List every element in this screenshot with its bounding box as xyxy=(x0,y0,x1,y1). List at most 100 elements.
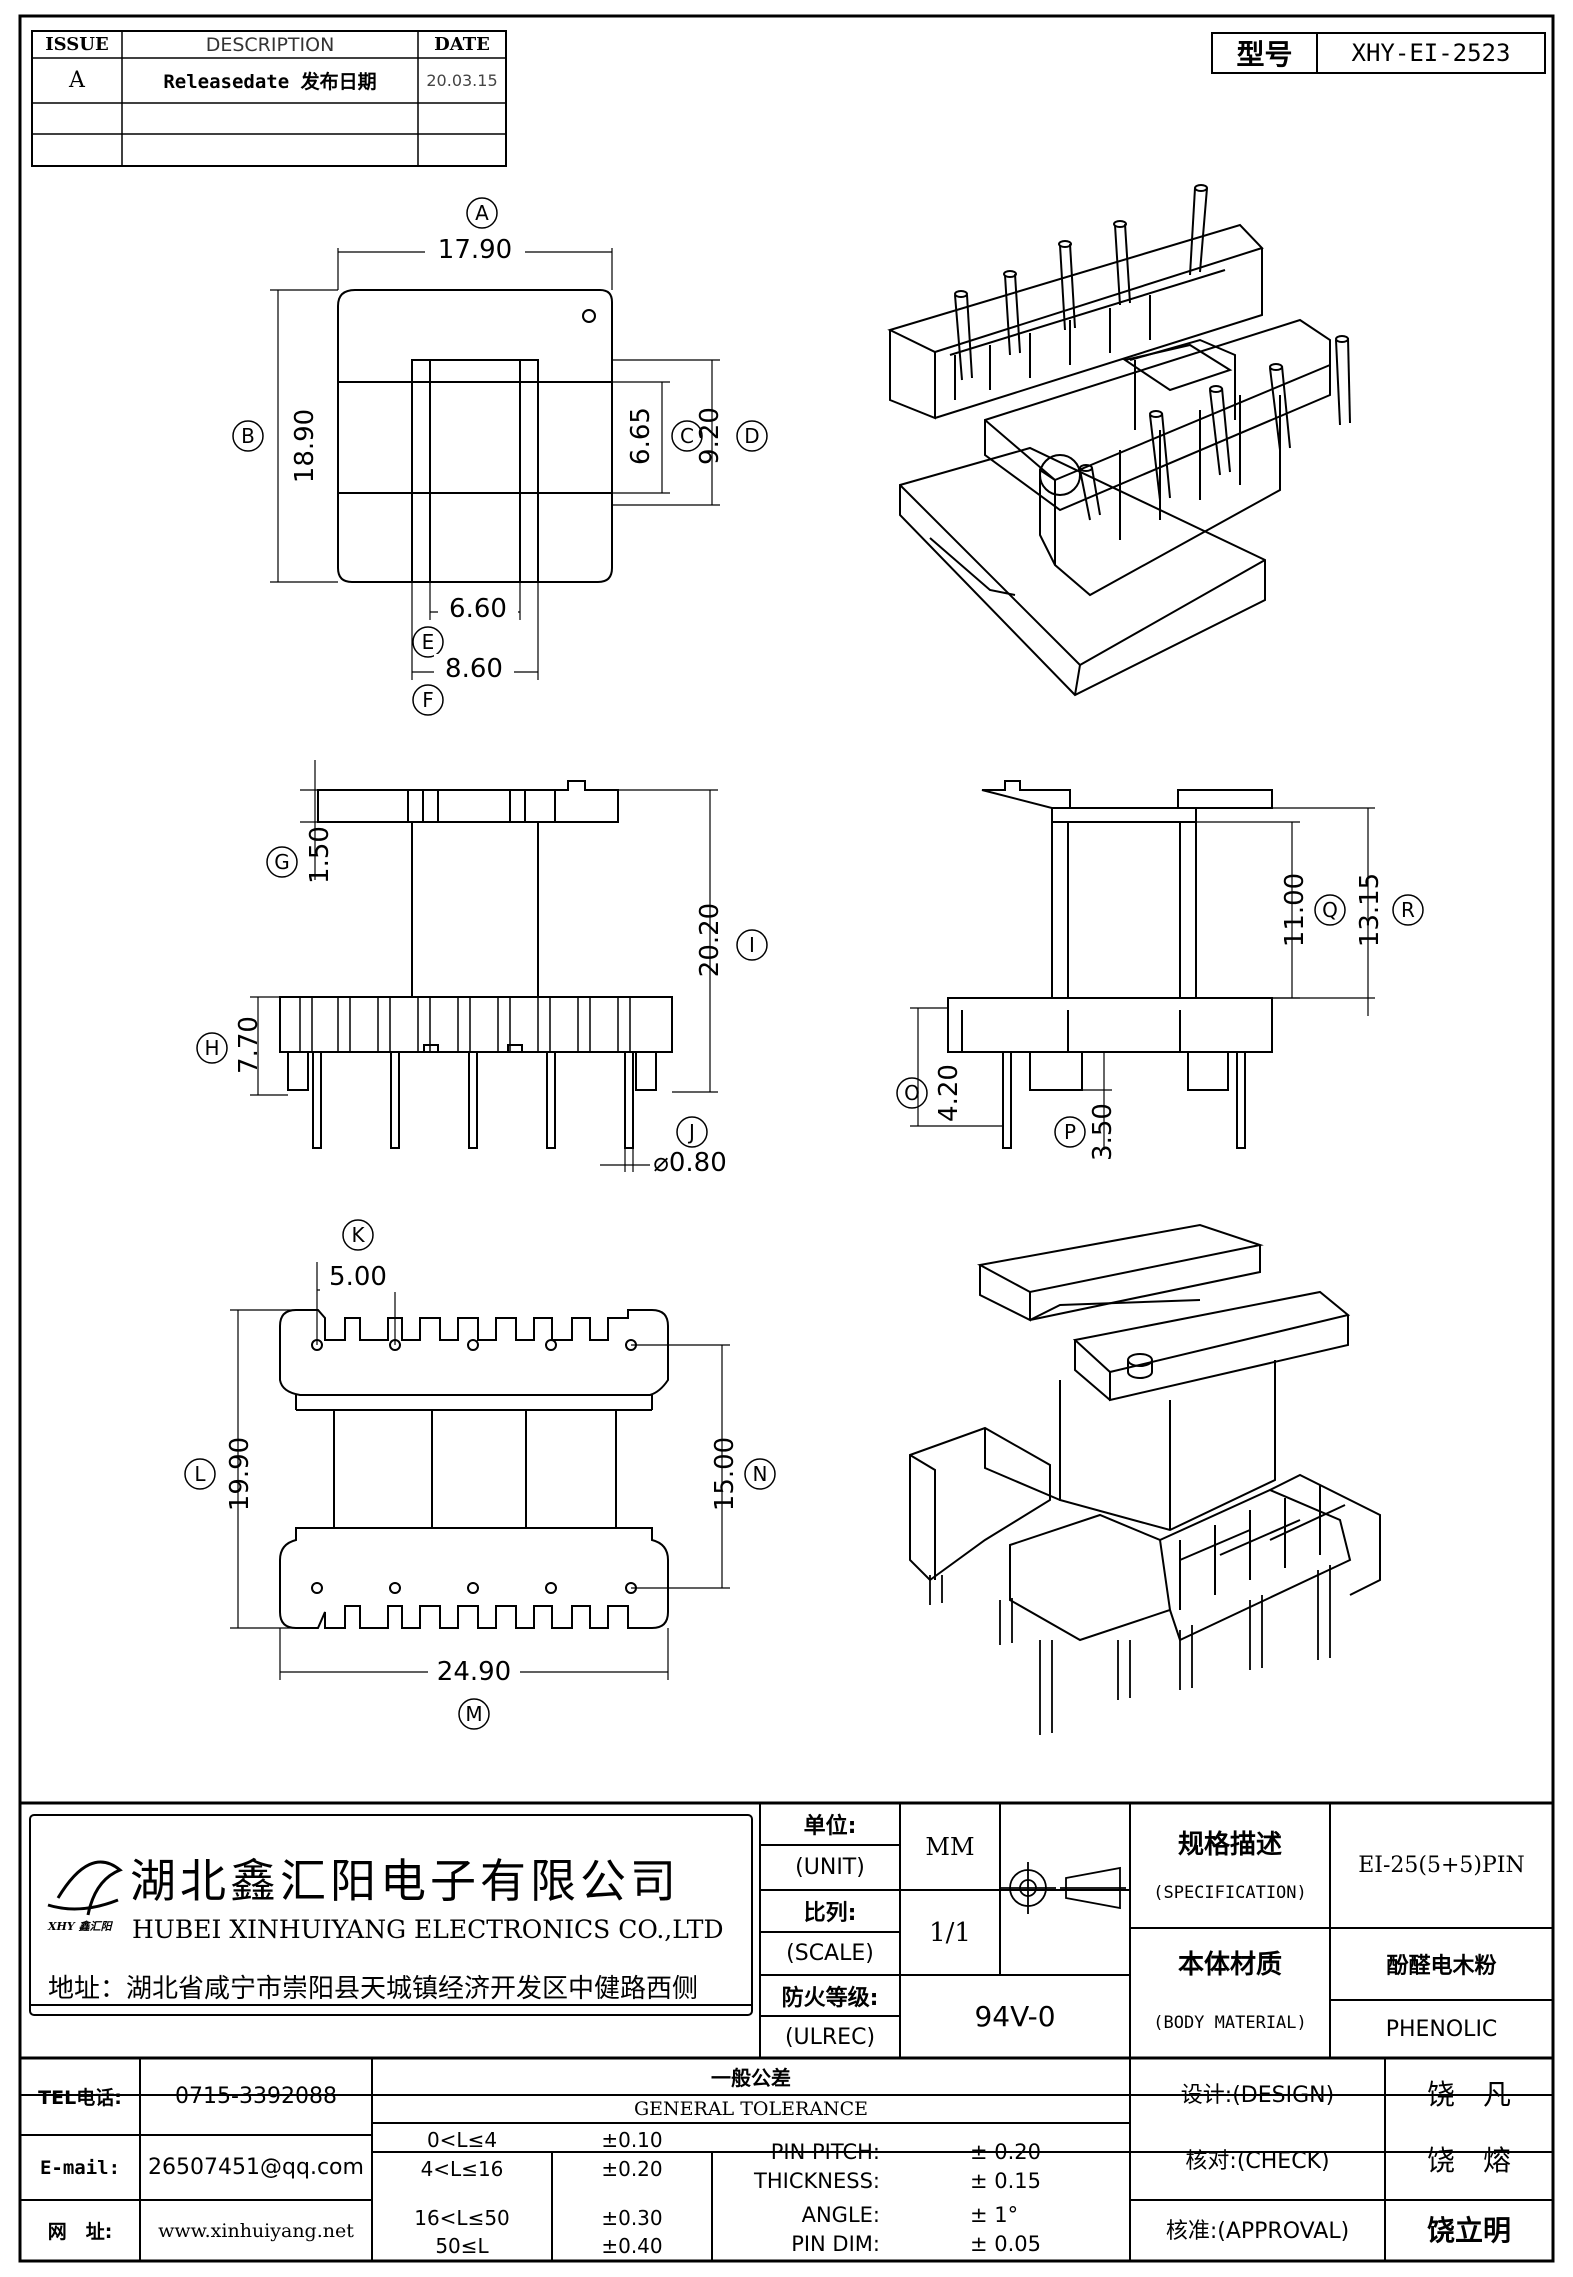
dim-label-g: G xyxy=(274,850,290,874)
bottom-view-dims xyxy=(230,1262,730,1680)
approval-approval-label: 核准:(APPROVAL) xyxy=(1165,2219,1350,2244)
dim-label-k: K xyxy=(351,1223,365,1247)
material-label-cn: 本体材质 xyxy=(1177,1950,1282,1980)
tolerance-range-3: 50≤L xyxy=(435,2234,489,2258)
dim-value-h: 7.70 xyxy=(234,1016,264,1074)
dim-value-a: 17.90 xyxy=(425,235,525,265)
material-value-en: PHENOLIC xyxy=(1385,2016,1498,2042)
isometric-view-exploded xyxy=(887,184,1351,697)
dim-value-r: 13.15 xyxy=(1355,872,1385,948)
company-name-en: HUBEI XINHUIYANG ELECTRONICS CO.,LTD xyxy=(132,1915,724,1944)
dim-label-e: E xyxy=(421,630,435,654)
dim-label-p: P xyxy=(1063,1120,1077,1144)
dim-value-m: 24.90 xyxy=(428,1657,520,1687)
dim-value-d: 9.20 xyxy=(695,407,725,465)
tolerance-item-value-2: ± 1° xyxy=(970,2203,1019,2227)
company-address: 地址：湖北省咸宁市崇阳县天城镇经济开发区中健路西侧 xyxy=(48,1974,699,2004)
tolerance-value-0: ±0.10 xyxy=(601,2128,663,2152)
company-name-cn: 湖北鑫汇阳电子有限公司 xyxy=(130,1854,680,1908)
unit-label-cn: 单位: xyxy=(803,1814,857,1839)
dim-label-r: R xyxy=(1401,898,1415,922)
dim-label-f: F xyxy=(422,688,434,712)
dim-value-l: 19.90 xyxy=(225,1436,255,1512)
ulrec-label-en: (ULREC) xyxy=(784,2024,876,2050)
projection-symbol xyxy=(1000,1862,1126,1914)
ulrec-label-cn: 防火等级: xyxy=(781,1985,879,2011)
tolerance-item-value-0: ± 0.20 xyxy=(970,2140,1042,2164)
tolerance-item-0: PIN PITCH: xyxy=(770,2140,880,2164)
spec-label-en: (SPECIFICATION) xyxy=(1153,1882,1307,1903)
tolerance-value-3: ±0.40 xyxy=(601,2234,663,2258)
model-value: XHY-EI-2523 xyxy=(1351,39,1511,67)
dim-value-p: 3.50 xyxy=(1088,1103,1118,1161)
front-view xyxy=(279,780,673,1149)
dim-label-i: I xyxy=(749,933,755,957)
tolerance-title-cn: 一般公差 xyxy=(711,2066,791,2090)
dim-value-n: 15.00 xyxy=(710,1436,740,1512)
approval-check-label: 核对:(CHECK) xyxy=(1185,2149,1330,2174)
dim-label-l: L xyxy=(194,1462,206,1486)
rev-row-description: Releasedate 发布日期 xyxy=(163,71,377,93)
dim-label-q: Q xyxy=(1322,898,1338,922)
dim-label-j: J xyxy=(689,1120,695,1144)
dim-label-h: H xyxy=(204,1036,220,1060)
rev-row-date: 20.03.15 xyxy=(426,71,498,90)
approval-check-name: 饶 熔 xyxy=(1426,2144,1511,2177)
scale-value: 1/1 xyxy=(929,1917,971,1948)
dim-label-b: B xyxy=(241,424,255,448)
dim-value-e: 6.60 xyxy=(438,594,518,624)
sheet-border xyxy=(18,14,1555,2263)
dim-value-o: 4.20 xyxy=(934,1064,964,1122)
dim-value-f: 8.60 xyxy=(434,654,514,684)
rev-row-issue: A xyxy=(69,68,85,93)
side-view-dims xyxy=(910,807,1375,1150)
top-view xyxy=(337,289,613,583)
dimension-balloons xyxy=(184,197,1424,1730)
spec-value: EI-25(5+5)PIN xyxy=(1358,1853,1525,1878)
approval-approval-name: 饶立明 xyxy=(1426,2214,1511,2247)
revision-table-frame xyxy=(31,30,507,167)
dim-label-a: A xyxy=(475,201,489,225)
rev-header-issue: ISSUE xyxy=(45,34,109,55)
bottom-view xyxy=(279,1309,669,1629)
rev-header-date: DATE xyxy=(434,34,490,55)
tel-label: TEL电话: xyxy=(38,2087,122,2109)
tolerance-range-0: 0<L≤4 xyxy=(426,2128,498,2152)
tolerance-item-value-3: ± 0.05 xyxy=(970,2232,1042,2256)
unit-label-en: (UNIT) xyxy=(795,1855,865,1880)
ulrec-value: 94V-0 xyxy=(974,2000,1056,2033)
tolerance-item-2: ANGLE: xyxy=(801,2203,880,2227)
material-label-en: (BODY MATERIAL) xyxy=(1153,2012,1307,2033)
approval-design-name: 饶 凡 xyxy=(1426,2078,1511,2111)
dim-value-g: 1.50 xyxy=(305,826,335,884)
dim-label-n: N xyxy=(752,1462,768,1486)
isometric-view-assembled xyxy=(909,1223,1381,1735)
tolerance-title-en: GENERAL TOLERANCE xyxy=(633,2098,869,2120)
company-logo-mark xyxy=(47,1860,123,1916)
web-value: www.xinhuiyang.net xyxy=(158,2219,354,2242)
tolerance-item-3: PIN DIM: xyxy=(791,2232,880,2256)
dim-label-m: M xyxy=(465,1702,483,1726)
logo-text: XHY 鑫汇阳 xyxy=(48,1920,112,1933)
unit-value: MM xyxy=(925,1832,975,1861)
tolerance-item-1: THICKNESS: xyxy=(754,2169,880,2193)
tolerance-range-1: 4<L≤16 xyxy=(420,2157,504,2181)
tel-value: 0715-3392088 xyxy=(175,2084,337,2109)
email-label: E-mail: xyxy=(39,2156,121,2179)
spec-label-cn: 规格描述 xyxy=(1177,1830,1282,1860)
email-value: 26507451@qq.com xyxy=(148,2155,364,2180)
rev-header-description: DESCRIPTION xyxy=(205,33,335,56)
dim-value-q: 11.00 xyxy=(1280,872,1310,948)
material-value-cn: 酚醛电木粉 xyxy=(1386,1954,1497,1979)
dim-label-d: D xyxy=(744,424,760,448)
approval-design-label: 设计:(DESIGN) xyxy=(1180,2083,1335,2108)
dim-label-o: O xyxy=(904,1081,920,1105)
tolerance-item-value-1: ± 0.15 xyxy=(970,2169,1042,2193)
dim-label-c: C xyxy=(680,424,694,448)
model-box xyxy=(1211,32,1546,74)
dim-value-j: ⌀0.80 xyxy=(653,1148,727,1178)
tolerance-value-1: ±0.20 xyxy=(601,2157,663,2181)
scale-label-cn: 比列: xyxy=(803,1901,857,1926)
dim-value-b: 18.90 xyxy=(290,408,320,484)
